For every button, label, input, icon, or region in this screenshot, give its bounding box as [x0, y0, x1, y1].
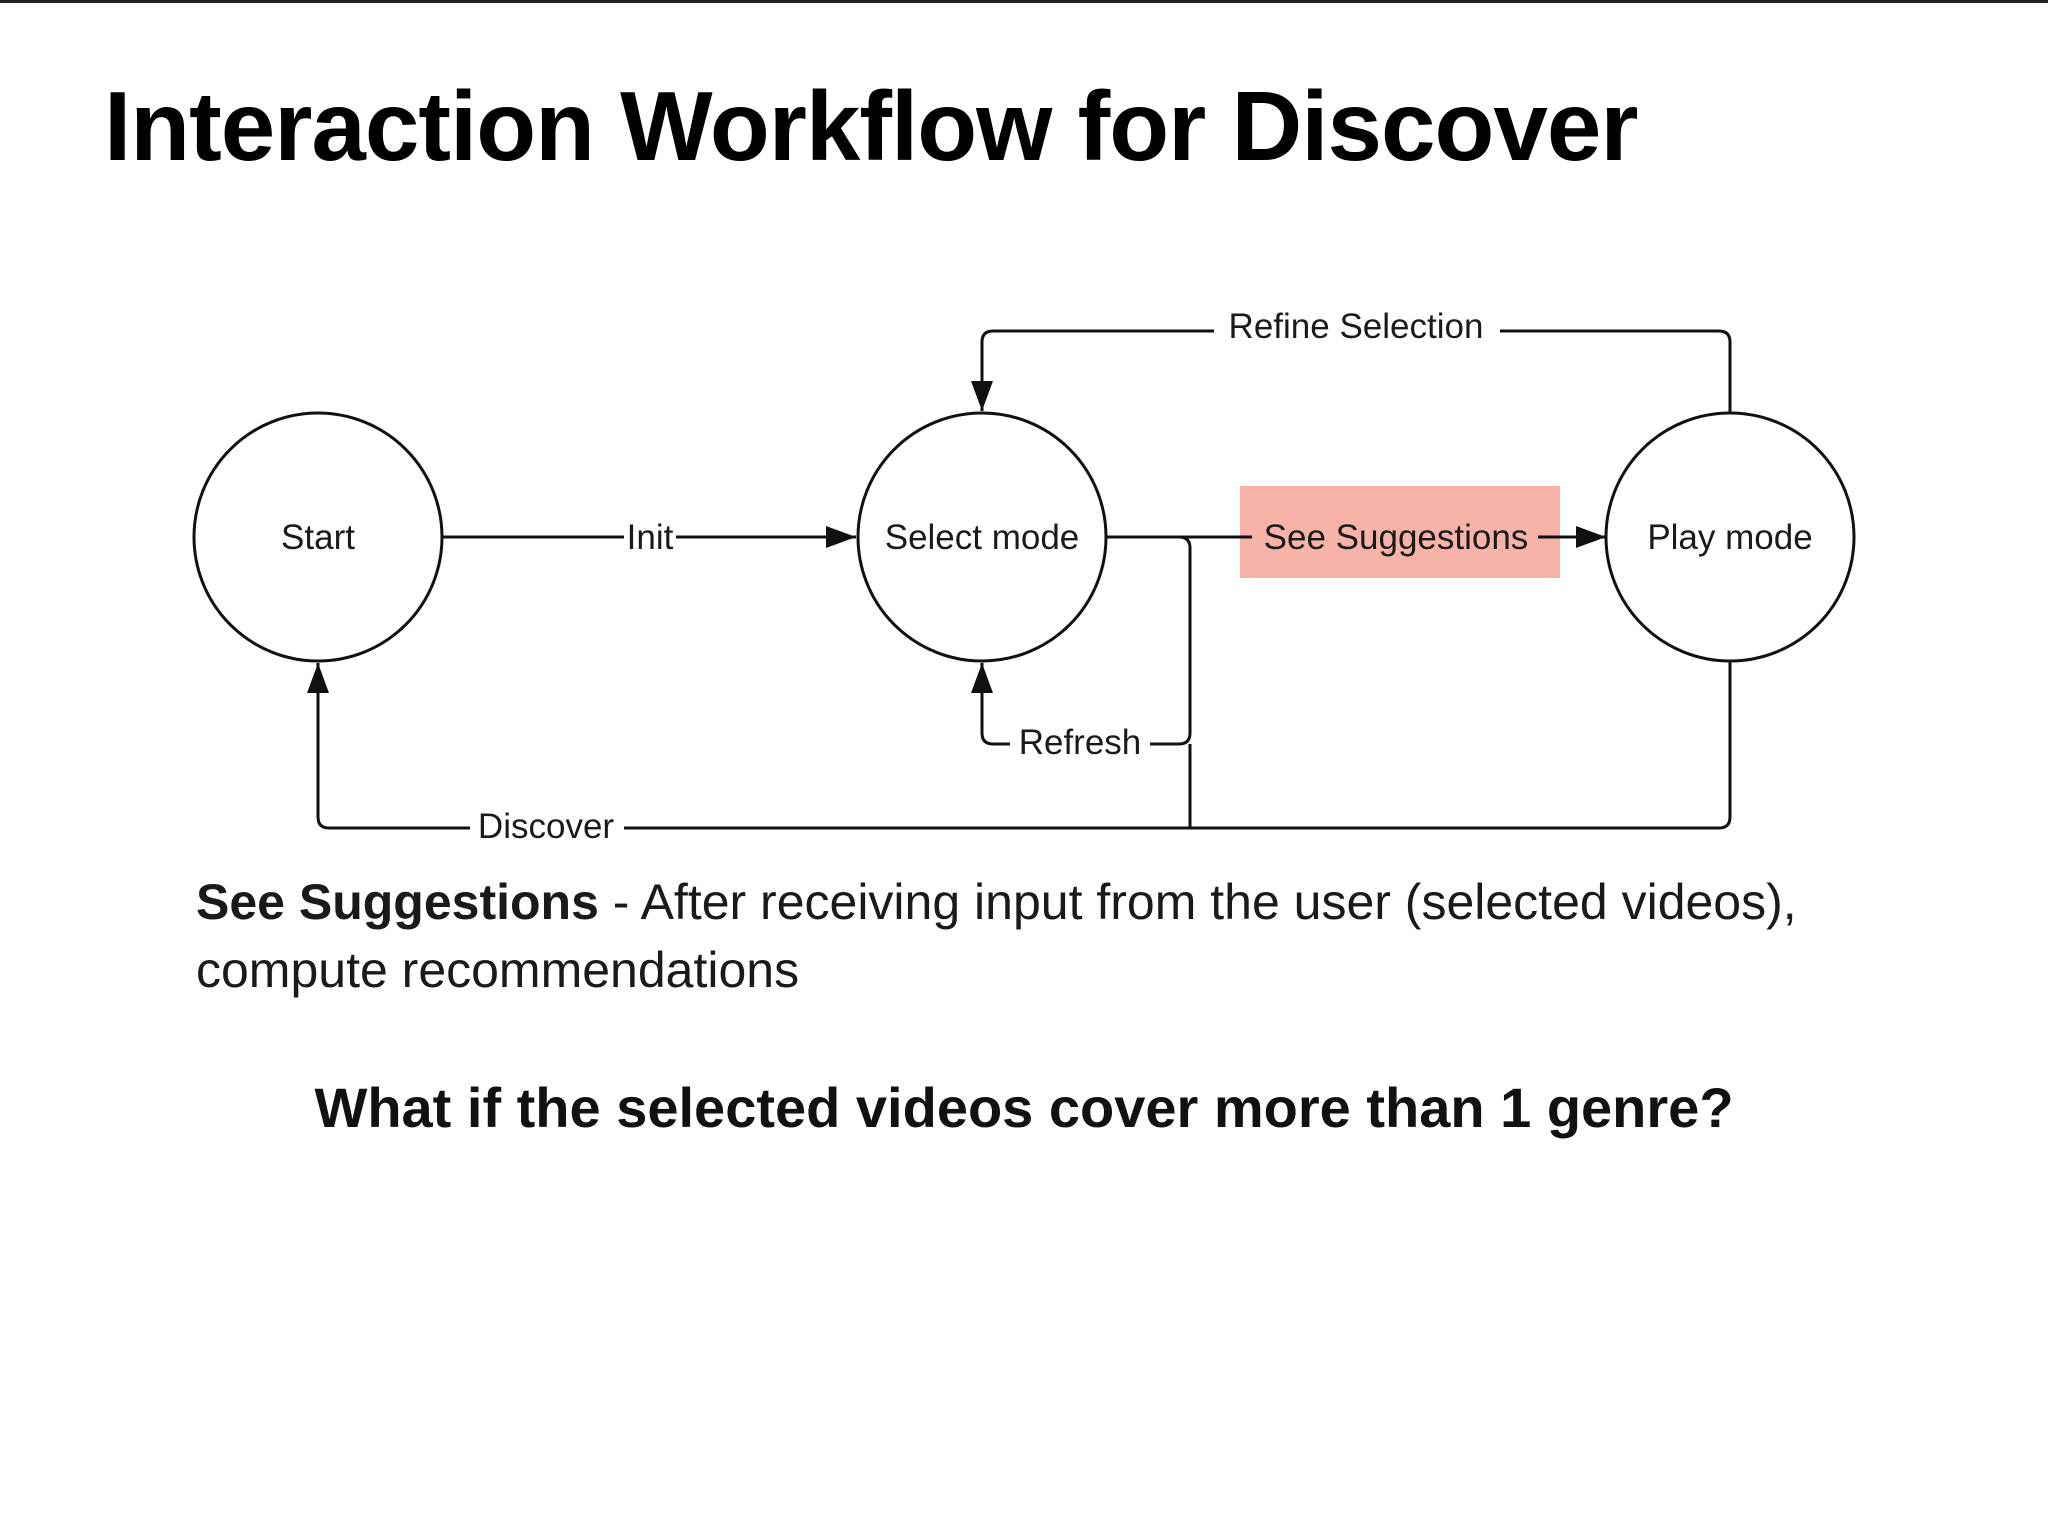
slide-title: Interaction Workflow for Discover: [104, 71, 1638, 181]
edge-discover: Discover: [307, 661, 1732, 846]
edge-refine-selection-label: Refine Selection: [1229, 307, 1484, 346]
edge-refresh-path-b: [971, 663, 1010, 746]
edge-refine-selection: Refine Selection: [971, 307, 1732, 413]
description: See Suggestions - After receiving input …: [196, 868, 1956, 1004]
edge-init-label: Init: [627, 518, 674, 557]
node-play-mode-label: Play mode: [1647, 518, 1812, 557]
edge-discover-path-a: [624, 661, 1732, 830]
question: What if the selected videos cover more t…: [314, 1076, 1734, 1139]
edge-refresh: Refresh: [971, 535, 1192, 762]
node-select-mode-label: Select mode: [885, 518, 1080, 557]
node-play-mode: Play mode: [1604, 411, 1856, 663]
edge-refine-selection-path-b: [971, 329, 1214, 411]
edge-refresh-path-a: [1106, 535, 1192, 746]
description-text: After receiving input from the user (sel…: [196, 874, 1797, 998]
edge-refresh-label: Refresh: [1019, 723, 1142, 762]
node-start-label: Start: [281, 518, 355, 557]
edge-refine-selection-path-a: [1500, 329, 1732, 413]
node-select-mode: Select mode: [856, 411, 1108, 663]
edge-see-suggestions-label: See Suggestions: [1264, 518, 1529, 557]
edge-discover-path-b: [307, 663, 470, 830]
see-suggestions-highlight: [1240, 486, 1560, 578]
description-term: See Suggestions: [196, 874, 599, 930]
edge-init: Init: [442, 518, 856, 557]
description-separator: -: [598, 874, 641, 930]
edge-discover-label: Discover: [478, 807, 614, 846]
top-rule: [0, 0, 2048, 3]
node-start: Start: [192, 411, 444, 663]
